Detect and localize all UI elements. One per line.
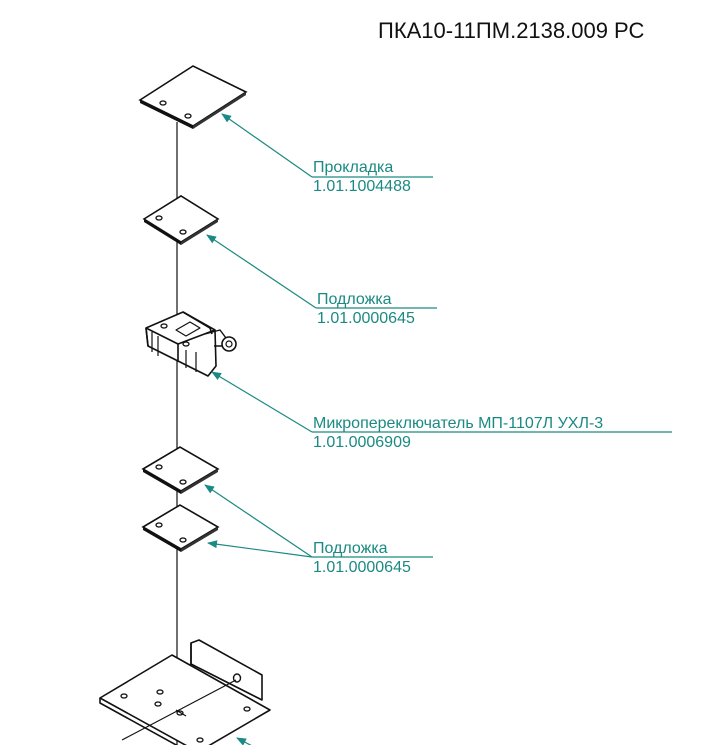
callout-name: Прокладка (313, 159, 394, 176)
callout-substrate-upper: Подложка 1.01.0000645 (317, 290, 415, 328)
leader-base-partial (236, 737, 252, 745)
document-code: ПКА10-11ПМ.2138.009 РС (378, 18, 645, 43)
callout-number: 1.01.0006909 (313, 434, 411, 451)
substrate-part-lower-b (141, 504, 220, 552)
leader-microswitch (211, 371, 313, 433)
callout-name: Подложка (317, 291, 392, 308)
callout-gasket: Прокладка 1.01.1004488 (313, 158, 411, 196)
callout-microswitch: Микропереключатель МП-1107Л УХЛ-3 1.01.0… (313, 414, 603, 452)
substrate-part-upper (142, 195, 220, 245)
microswitch-part (145, 311, 237, 377)
leader-lines (204, 113, 672, 745)
leader-gasket (221, 113, 313, 178)
leader-substrate-lower-b (207, 540, 313, 558)
base-bracket-part (99, 639, 271, 745)
leader-substrate-upper (206, 234, 317, 309)
gasket-part (138, 65, 248, 129)
callout-name: Микропереключатель МП-1107Л УХЛ-3 (313, 415, 604, 432)
leader-substrate-lower-a (204, 484, 313, 558)
callout-number: 1.01.0000645 (313, 559, 411, 576)
callout-substrate-lower: Подложка 1.01.0000645 (313, 539, 411, 577)
callout-number: 1.01.0000645 (317, 310, 415, 327)
substrate-part-lower-a (141, 446, 220, 494)
callout-number: 1.01.1004488 (313, 178, 411, 195)
callout-name: Подложка (313, 540, 388, 557)
